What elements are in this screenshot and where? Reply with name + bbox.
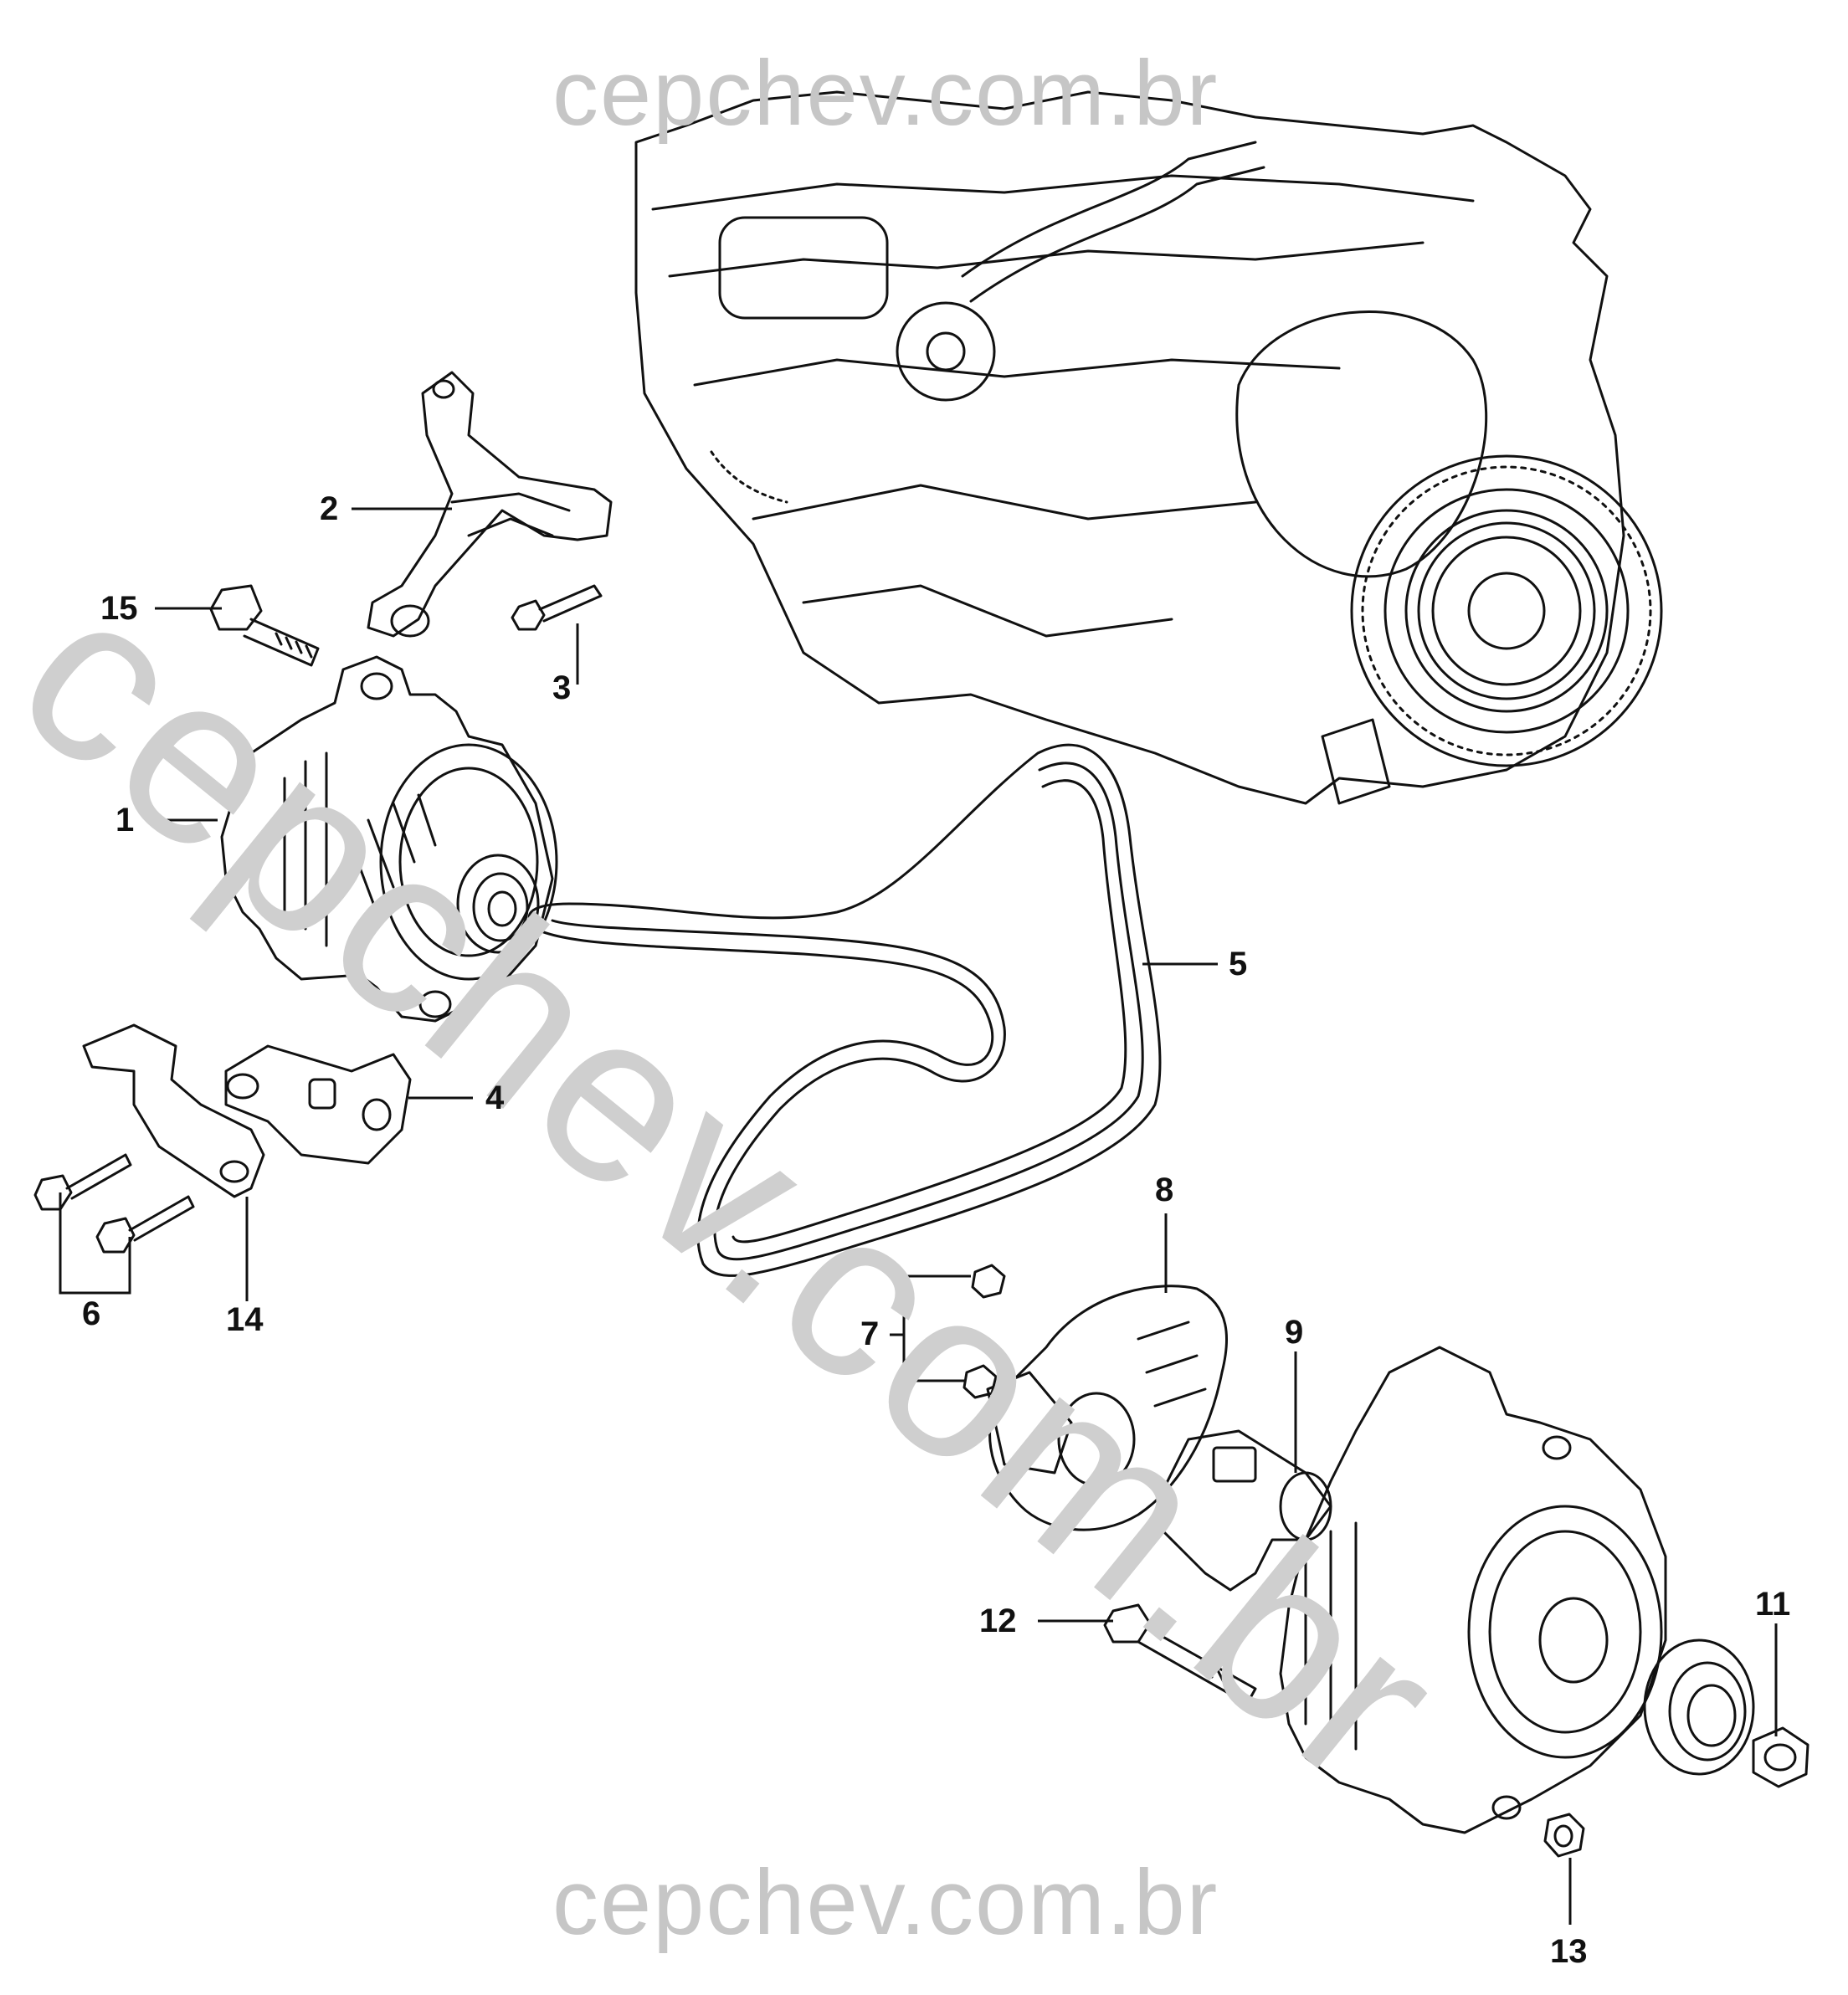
alternator-exploded: [1279, 1346, 1667, 1834]
part-2-bracket: [367, 371, 613, 638]
callout-3: 3: [552, 669, 572, 706]
part-6-bolts: [33, 1153, 195, 1254]
callout-1: 1: [116, 802, 135, 839]
part-14-bracket: [82, 1023, 265, 1198]
part-7-nuts: [963, 1264, 1006, 1399]
part-3-bolt: [511, 584, 603, 631]
part-13-nut: [1543, 1813, 1585, 1858]
callout-2: 2: [320, 490, 339, 527]
callout-12: 12: [979, 1603, 1017, 1639]
callout-14: 14: [226, 1301, 264, 1338]
part-8-rectifier: [986, 1285, 1229, 1531]
part-12-bolt: [1103, 1603, 1257, 1705]
part-5-belt: [527, 743, 1162, 1277]
part-11-pulley: [1643, 1639, 1810, 1788]
callout-5: 5: [1229, 946, 1248, 982]
watermark-bottom: cepchev.com.br: [552, 1851, 1219, 1954]
callout-6: 6: [82, 1295, 101, 1332]
callout-9: 9: [1285, 1314, 1304, 1351]
part-1-alternator: [220, 655, 558, 1023]
watermark-top: cepchev.com.br: [552, 42, 1219, 145]
callout-11: 11: [1755, 1586, 1791, 1623]
callout-7: 7: [860, 1315, 880, 1352]
part-4-bracket: [224, 1044, 412, 1165]
callout-15: 15: [100, 590, 138, 627]
callout-13: 13: [1550, 1933, 1588, 1970]
engine-block: [634, 90, 1663, 805]
callout-4: 4: [485, 1080, 505, 1116]
callout-8: 8: [1155, 1172, 1174, 1208]
leader-lines: [59, 507, 1778, 1925]
